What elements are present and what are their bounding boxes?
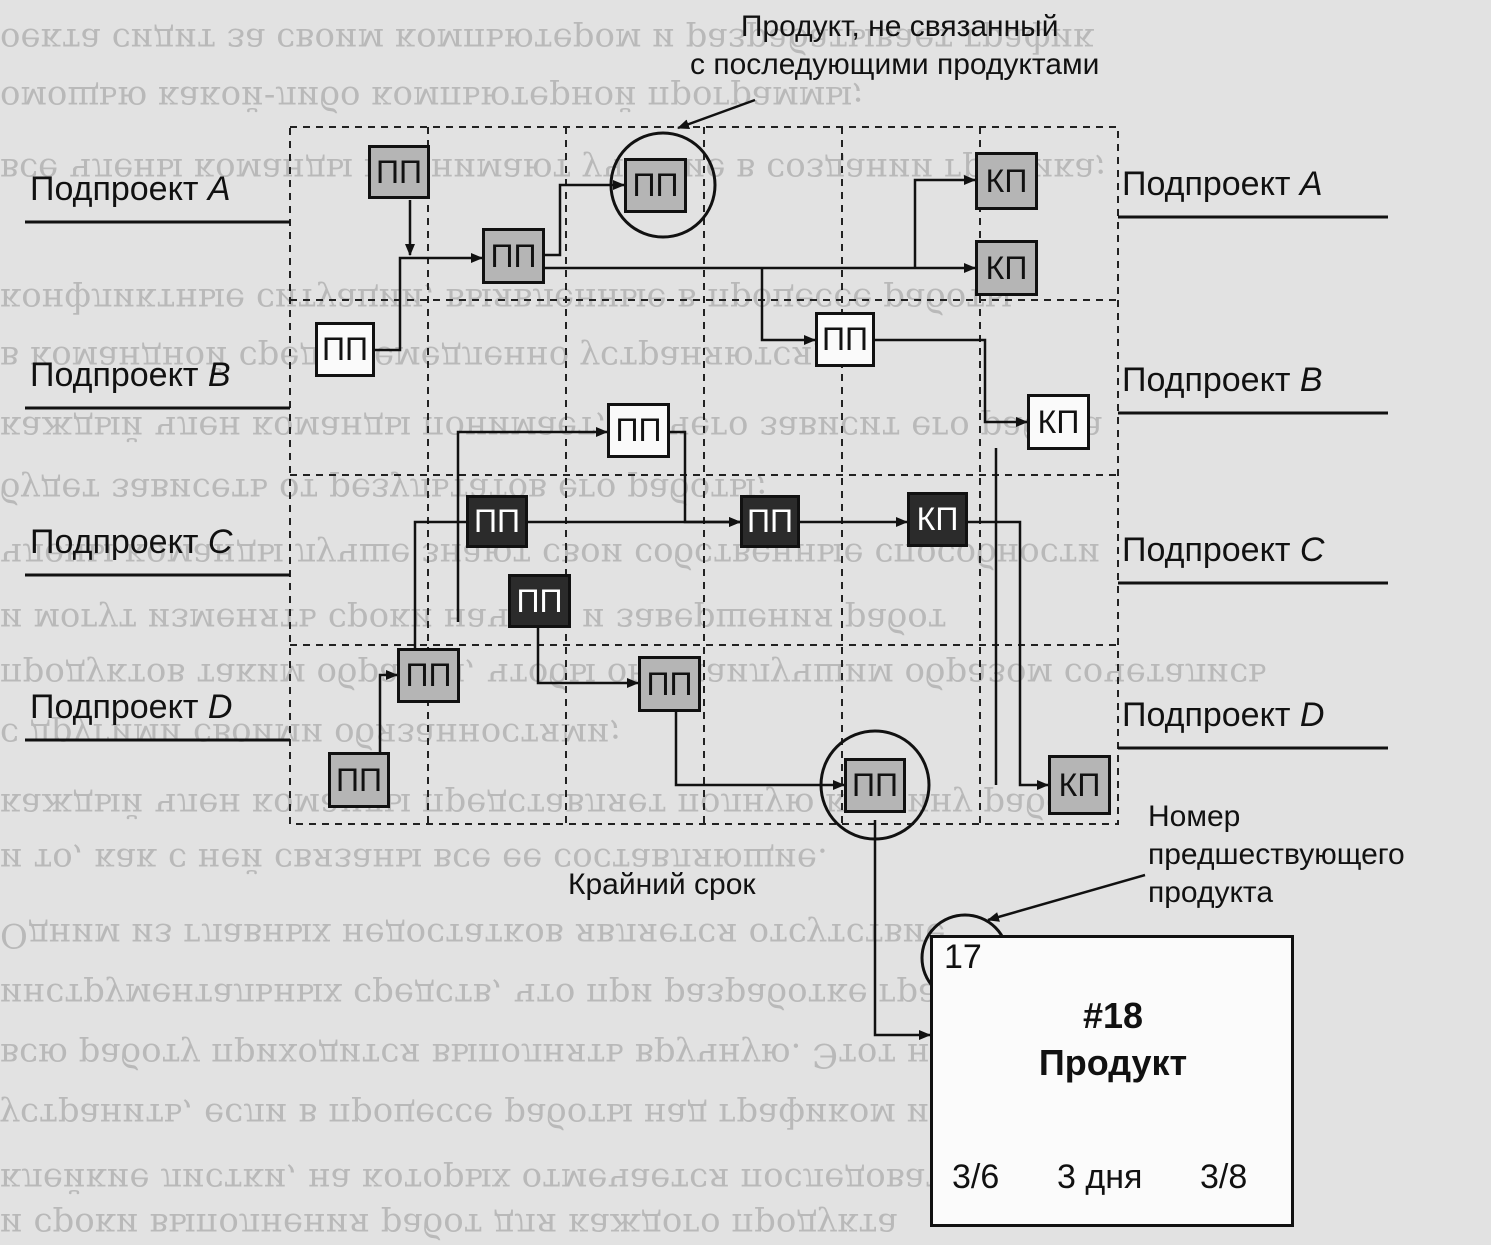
product-title: Продукт <box>1038 1042 1188 1083</box>
subproject-label-right-b: Подпроект B <box>1122 361 1323 399</box>
callout-unlinked-product: Продукт, не связанный с последующими про… <box>690 8 1099 84</box>
intermediate-product-a2: ПП <box>482 228 545 284</box>
subproject-label-right-a: Подпроект A <box>1122 165 1323 203</box>
dashed-grid <box>289 126 1119 825</box>
callout-pred-line2: предшествующего <box>1148 838 1405 871</box>
product-end-date: 3/8 <box>1200 1158 1248 1196</box>
intermediate-product-c3: ПП <box>508 574 571 628</box>
dependency-arrows <box>375 175 1049 1040</box>
subproject-label-left-a: Подпроект A <box>30 170 231 208</box>
product-duration: 3 дня <box>1057 1158 1143 1196</box>
callout-unlinked-line1: Продукт, не связанный <box>740 10 1059 43</box>
key-product-a2: КП <box>975 240 1038 296</box>
intermediate-product-d1: ПП <box>397 648 460 703</box>
product-start-date: 3/6 <box>952 1158 1000 1196</box>
callout-pred-line1: Номер <box>1148 800 1241 833</box>
intermediate-product-b1: ПП <box>315 322 375 377</box>
intermediate-product-deadline: ПП <box>844 758 906 813</box>
callout-predecessor: Номер предшествующего продукта <box>1148 798 1405 912</box>
callout-pred-line3: продукта <box>1148 876 1274 909</box>
intermediate-product-d2: ПП <box>638 656 701 712</box>
intermediate-product-c1: ПП <box>466 495 528 548</box>
subproject-label-left-b: Подпроект B <box>30 356 231 394</box>
key-product-a1: КП <box>975 152 1038 210</box>
key-product-b: КП <box>1027 394 1090 450</box>
callout-pointers <box>677 98 1146 922</box>
subproject-underlines <box>25 215 1388 750</box>
subproject-label-right-c: Подпроект C <box>1122 531 1325 569</box>
subproject-label-right-d: Подпроект D <box>1122 696 1325 734</box>
intermediate-product-b2: ПП <box>815 312 875 367</box>
intermediate-product-b3: ПП <box>607 403 670 458</box>
subproject-label-left-d: Подпроект D <box>30 688 233 726</box>
key-product-c: КП <box>907 492 968 547</box>
subproject-label-left-c: Подпроект C <box>30 523 233 561</box>
intermediate-product-unlinked: ПП <box>624 158 687 213</box>
intermediate-product-c2: ПП <box>740 495 800 548</box>
callout-unlinked-line2: с последующими продуктами <box>690 48 1100 81</box>
predecessor-number: 17 <box>944 938 982 976</box>
intermediate-product-d3: ПП <box>328 752 390 808</box>
product-card <box>930 935 1294 1227</box>
key-product-d: КП <box>1048 755 1111 815</box>
callout-deadline: Крайний срок <box>568 868 756 901</box>
intermediate-product-a1: ПП <box>368 145 430 199</box>
product-number: #18 <box>1082 995 1144 1036</box>
